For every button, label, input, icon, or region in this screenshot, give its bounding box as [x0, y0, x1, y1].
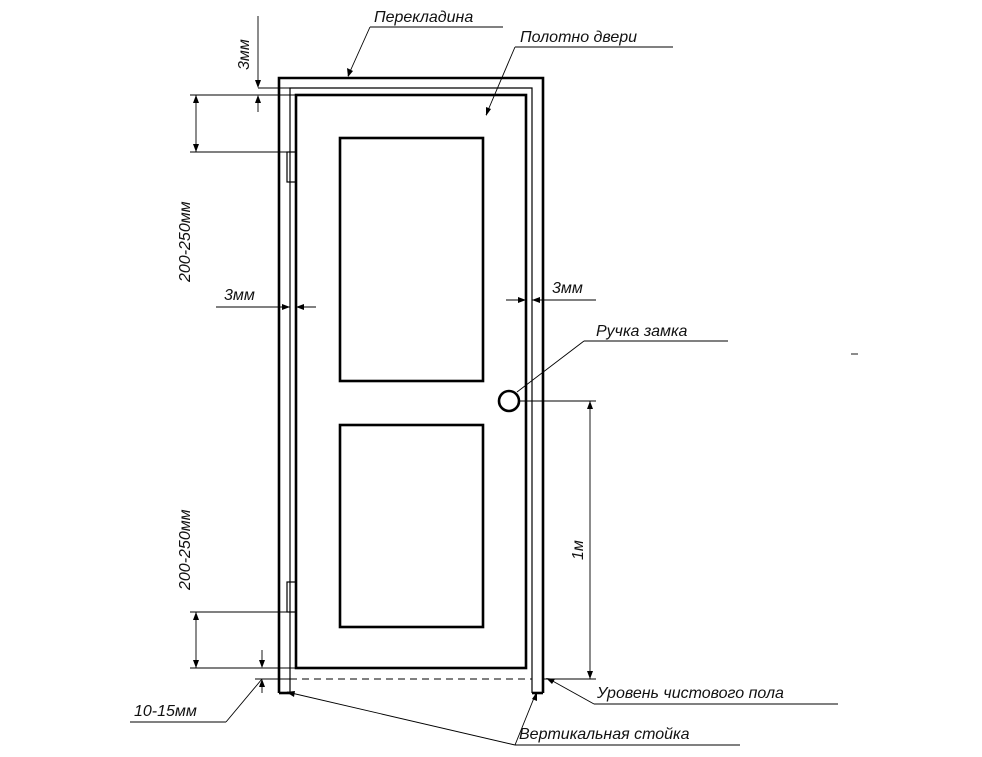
dim-hinge-bottom: [190, 611, 296, 669]
lower-panel: [338, 423, 485, 629]
door-leaf: [294, 93, 528, 670]
label-gap-top: 3мм: [236, 39, 253, 70]
dim-gap-right: [506, 297, 596, 303]
leader-vertical-post-left: [286, 691, 516, 746]
leader-polotno: [485, 46, 516, 116]
hinge-top: [286, 151, 297, 183]
hinge-bottom: [286, 581, 297, 613]
leader-floor-level: [548, 678, 595, 705]
label-gap-right: 3мм: [552, 280, 583, 297]
leader-perekladina: [347, 26, 371, 77]
label-perekladina: Перекладина: [374, 9, 473, 26]
dim-handle-height: [519, 400, 596, 680]
label-handle: Ручка замка: [596, 323, 688, 340]
label-floor-gap: 10-15мм: [134, 703, 197, 720]
dim-gap-left: [216, 304, 316, 310]
dim-floor-gap: [130, 650, 290, 723]
label-handle-height: 1м: [570, 540, 587, 560]
label-hinge-bottom: 200-250мм: [177, 509, 194, 591]
label-polotno: Полотно двери: [520, 29, 637, 46]
label-gap-left: 3мм: [224, 287, 255, 304]
label-floor-level: Уровень чистового пола: [596, 685, 784, 702]
dim-hinge-top: [190, 94, 290, 153]
upper-panel: [338, 136, 485, 383]
handle-knob: [497, 389, 521, 413]
door-frame: [277, 76, 545, 695]
leader-handle: [516, 340, 585, 393]
leader-vertical-post-right: [514, 692, 537, 746]
label-hinge-top: 200-250мм: [177, 201, 194, 283]
label-vertical-post: Вертикальная стойка: [519, 726, 690, 743]
